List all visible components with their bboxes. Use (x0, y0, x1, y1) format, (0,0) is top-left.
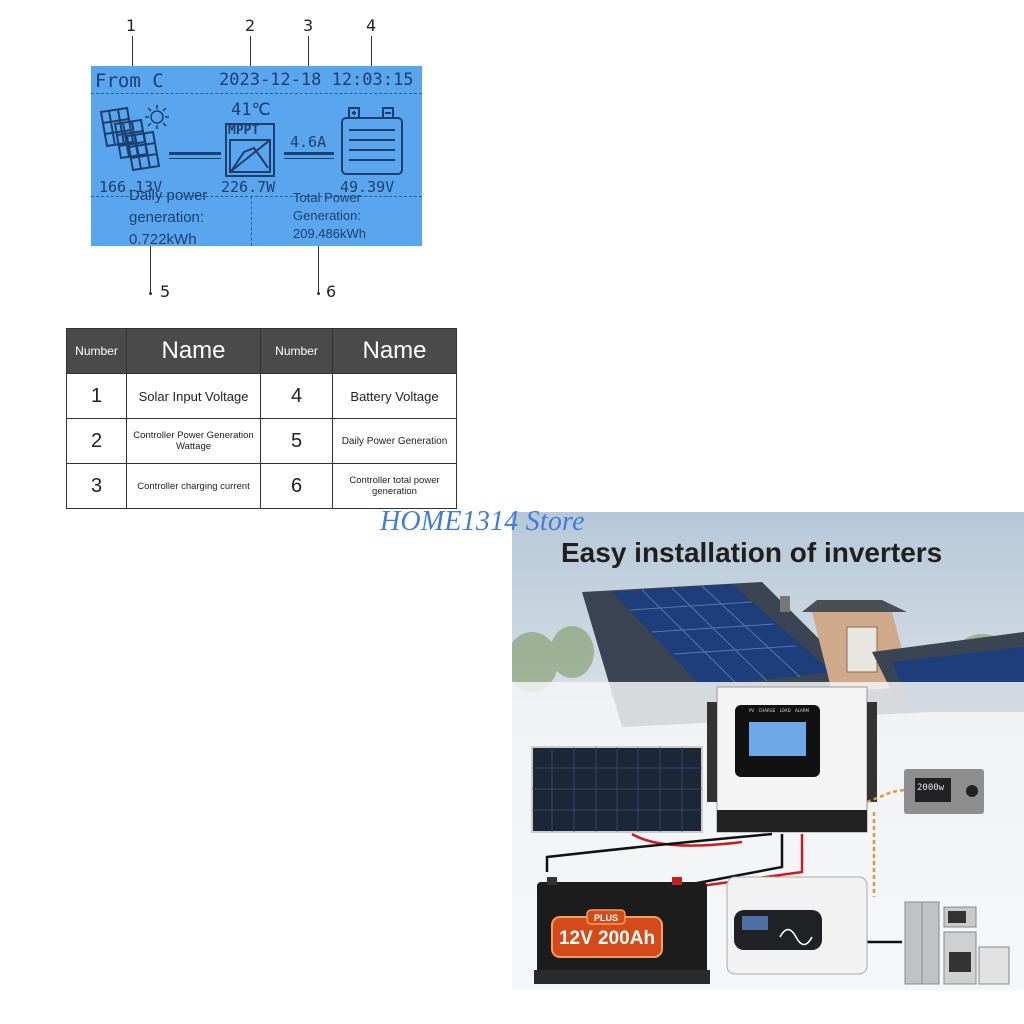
legend-header-number-1: Number (66, 328, 127, 374)
roof-solar-array (612, 584, 832, 687)
leader-dot-6 (317, 292, 320, 295)
lcd-bottom-divider (91, 196, 422, 197)
legend-header-name-1: Name (126, 328, 261, 374)
callout-4: 4 (366, 16, 377, 35)
leader-line-5 (150, 234, 151, 292)
solar-panel-icon (99, 106, 161, 172)
lcd-battery-voltage: 49.39V (340, 178, 395, 196)
legend-header-number-2: Number (260, 328, 333, 374)
legend-name: Battery Voltage (332, 373, 457, 419)
lcd-top-divider (91, 93, 422, 94)
callout-1: 1 (126, 16, 137, 35)
remote-display-value: 2000w (917, 783, 945, 793)
lcd-daily-label-2: generation: (129, 209, 205, 226)
current-link-line-2 (284, 158, 334, 159)
standalone-solar-panel (531, 746, 703, 833)
sun-icon (145, 105, 169, 129)
indicator-load: LOAD (779, 708, 791, 713)
legend-row: 3 Controller charging current 6 Controll… (66, 463, 457, 509)
legend-name: Daily Power Generation (332, 418, 457, 464)
lcd-datetime: 2023-12-18 12:03:15 (219, 70, 414, 90)
hybrid-controller (707, 686, 877, 833)
legend-name: Controller total power generation (332, 463, 457, 509)
legend-number: 3 (66, 463, 127, 509)
leader-line-6 (318, 232, 319, 292)
legend-number: 5 (260, 418, 333, 464)
legend-number: 2 (66, 418, 127, 464)
product-photo: PLUS 12V 200Ah 2000w PV CHARGE LOAD ALAR… (512, 512, 1024, 990)
lcd-screen: From C 2023-12-18 12:03:15 41℃ (91, 66, 422, 246)
mppt-controller-icon (225, 123, 275, 177)
legend-table: Number Name Number Name 1 Solar Input Vo… (66, 328, 457, 509)
battery-capacity-text: 12V 200Ah (559, 928, 655, 949)
legend-row: 1 Solar Input Voltage 4 Battery Voltage (66, 373, 457, 419)
legend-header-row: Number Name Number Name (66, 328, 457, 374)
lcd-total-value: 209.486kWh (293, 226, 366, 241)
callout-6: 6 (326, 282, 337, 301)
lcd-mode: From C (95, 70, 164, 92)
battery-unit (534, 877, 710, 984)
callout-3: 3 (303, 16, 314, 35)
controller-indicators: PV CHARGE LOAD ALARM (749, 708, 809, 713)
indicator-alarm: ALARM (794, 708, 809, 713)
photo-title: Easy installation of inverters (561, 537, 943, 568)
lcd-total-label-1: Total Power (293, 190, 361, 205)
inverter-unit (726, 876, 868, 975)
solar-link-line (169, 152, 221, 155)
lcd-mppt-label: MPPT (228, 123, 260, 138)
legend-row: 2 Controller Power Generation Wattage 5 … (66, 418, 457, 464)
lcd-daily-label-1: Daily power (129, 187, 208, 204)
legend-number: 6 (260, 463, 333, 509)
legend-number: 4 (260, 373, 333, 419)
legend-number: 1 (66, 373, 127, 419)
store-watermark: HOME1314 Store (380, 506, 585, 537)
appliances (904, 901, 1010, 985)
legend-name: Controller Power Generation Wattage (126, 418, 261, 464)
lcd-power: 226.7W (221, 178, 276, 196)
legend-header-name-2: Name (332, 328, 457, 374)
lcd-total-label-2: Generation: (293, 208, 361, 223)
lcd-current: 4.6A (290, 133, 327, 151)
indicator-pv: PV (749, 708, 755, 713)
current-link-line (284, 152, 334, 155)
lcd-center-divider (251, 196, 252, 246)
callout-2: 2 (245, 16, 256, 35)
lcd-solar-voltage: 166.13V (99, 178, 163, 196)
solar-link-line-2 (169, 158, 221, 159)
indicator-charge: CHARGE (758, 708, 776, 713)
legend-name: Solar Input Voltage (126, 373, 261, 419)
callout-5: 5 (160, 282, 171, 301)
legend-name: Controller charging current (126, 463, 261, 509)
lcd-daily-value: 0.722kWh (129, 231, 197, 246)
battery-badge-text: PLUS (594, 913, 618, 923)
remote-display (904, 769, 984, 814)
installation-scene: PLUS 12V 200Ah (512, 582, 1024, 990)
lcd-temperature: 41℃ (231, 100, 271, 120)
leader-dot-5 (149, 292, 152, 295)
battery-icon (341, 107, 403, 175)
